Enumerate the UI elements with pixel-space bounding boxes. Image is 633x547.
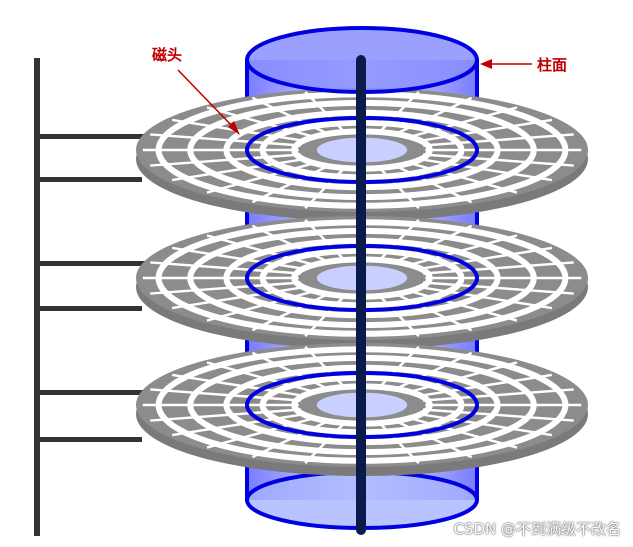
callouts: 磁头 柱面 [152, 46, 567, 135]
arm-3b [37, 437, 142, 442]
arm-2a [37, 261, 242, 266]
actuator-post [34, 58, 40, 536]
arm-2b [37, 306, 142, 311]
cylinder-pointer-arrowhead [480, 59, 492, 69]
arm-3a [37, 390, 242, 395]
arm-1a [37, 134, 242, 139]
head-label: 磁头 [152, 46, 182, 64]
platter-stack [136, 88, 588, 476]
watermark: CSDN @不到满级不改名 [453, 520, 621, 538]
spindle [356, 55, 366, 535]
arm-1b [37, 177, 142, 182]
head-pointer-arrowhead [228, 121, 240, 135]
head-pointer-line [177, 69, 235, 129]
cylinder-label: 柱面 [537, 56, 567, 74]
actuator-arm-assembly [34, 58, 242, 536]
